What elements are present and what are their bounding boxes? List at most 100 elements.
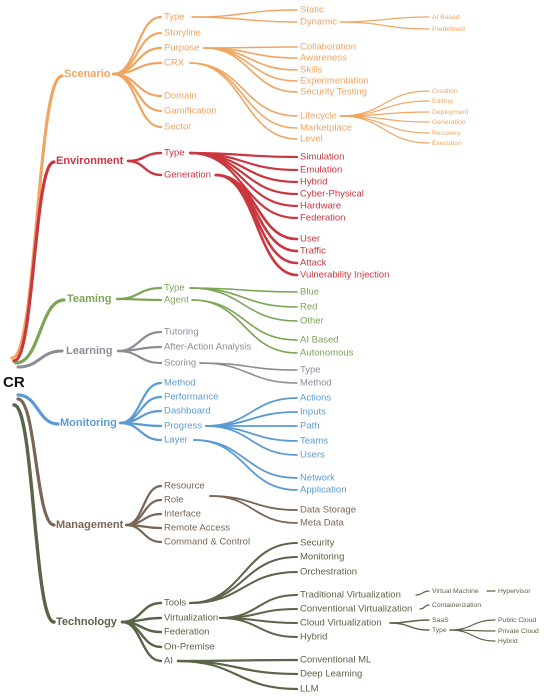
technology-cloud-type-line [449,629,496,642]
scenario-item-gamification: Gamification [164,106,217,117]
technology-item-tools: Tools [164,598,186,609]
teaming-item-line [115,286,163,301]
monitoring-item-layer: Layer [164,435,188,446]
branch-title-monitoring: Monitoring [60,417,117,429]
environment-type-simulation: Simulation [300,152,344,163]
environment-type-line [188,151,299,220]
scenario-lifecycle-generation: Generation [432,119,466,126]
management-resource-meta-data: Meta Data [300,518,345,529]
scenario-purpose-line [203,47,298,93]
branch-title-environment: Environment [56,155,124,167]
monitoring-item-performance: Performance [164,392,218,403]
scenario-item-type: Type [164,12,185,23]
management-item-command-control: Command & Control [164,537,250,548]
environment-item-type: Type [164,148,185,159]
scenario-type-line [191,9,298,18]
monitoring-item-dashboard: Dashboard [164,406,210,417]
scenario-purpose-security-testing: Security Testing [300,87,367,98]
branch-line-scenario [10,74,64,360]
scenario-type-line [191,16,298,23]
learning-item-tutoring: Tutoring [164,327,199,338]
scenario-item-crx: CRX [164,58,185,69]
teaming-agent-autonomous: Autonomous [300,348,354,359]
root-label-cr: CR [3,374,25,391]
learning-scoring-method: Method [300,378,332,389]
environment-item-line [126,159,163,177]
scenario-crx-line [189,62,298,129]
monitoring-layer-network: Network [300,473,335,484]
branch-title-scenario: Scenario [64,68,111,80]
technology-ai-llm: LLM [300,684,319,695]
monitoring-layer-line [193,439,298,491]
monitoring-item-method: Method [164,378,196,389]
technology-cloud-type-hybrid: Hybrid [498,638,518,645]
monitoring-progress-line [205,425,298,442]
teaming-item-agent: Agent [164,295,189,306]
management-resource-line [209,495,298,524]
environment-generation-line [214,173,299,265]
learning-item-after-action-analysis: After-Action Analysis [164,342,251,353]
management-resource-data-storage: Data Storage [300,505,356,516]
technology-ai-conventional-ml: Conventional ML [300,655,371,666]
technology-virtualization-conventional-virtualization: Conventional Virtualization [300,604,412,615]
branch-title-technology: Technology [56,616,118,628]
environment-type-cyber-physical: Cyber-Physical [300,189,364,200]
monitoring-progress-line [205,411,298,427]
scenario-dynamic-line [339,21,430,30]
management-item-interface: Interface [164,509,201,520]
technology-cloud-type-public-cloud: Public Cloud [498,617,536,624]
technology-item-federation: Federation [164,627,209,638]
technology-item-ai: AI [164,656,173,667]
branch-line-monitoring [16,393,60,426]
environment-item-generation: Generation [164,170,211,181]
scenario-crx-lifecycle: Lifecycle [300,111,337,122]
branch-line-teaming [14,298,66,365]
monitoring-progress-users: Users [300,450,325,461]
technology-item-line [120,620,163,663]
technology-traditional-line [415,590,430,596]
technology-cloud-type: Type [432,627,447,634]
environment-type-emulation: Emulation [300,165,342,176]
scenario-purpose-collaboration: Collaboration [300,42,356,53]
branch-line-management [16,397,56,527]
environment-generation-traffic: Traffic [300,246,326,257]
scenario-item-domain: Domain [164,91,197,102]
branch-title-teaming: Teaming [67,293,111,305]
environment-generation-line [214,173,299,253]
teaming-type-line [189,287,298,322]
technology-virtual-machine-hypervisor: Hypervisor [498,588,531,595]
monitoring-progress-line [205,425,298,456]
scenario-purpose-line [203,47,298,71]
scenario-crx-line [189,62,298,140]
technology-cloud-line [389,619,430,624]
technology-virtualization-line [219,594,298,619]
technology-cloud-line [389,622,430,631]
technology-tools-security: Security [300,538,335,549]
branch-title-management: Management [56,519,124,531]
scenario-lifecycle-line [339,115,430,144]
monitoring-progress-actions: Actions [300,393,331,404]
teaming-agent-line [191,299,298,354]
scenario-purpose-skills: Skills [300,65,322,76]
scenario-item-storyline: Storyline [164,28,201,39]
technology-cloud-saas: SaaS [432,617,449,624]
teaming-type-red: Red [300,302,317,313]
management-item-remote-access: Remote Access [164,523,230,534]
scenario-lifecycle-deployment: Deployment [432,109,468,116]
management-item-line [124,523,163,544]
monitoring-progress-teams: Teams [300,436,328,447]
environment-generation-vulnerability-injection: Vulnerability Injection [300,270,389,281]
scenario-lifecycle-execution: Execution [432,140,462,147]
scenario-lifecycle-line [339,111,430,117]
management-item-role: Role [164,495,184,506]
branch-line-learning [16,349,64,369]
scenario-purpose-experimentation: Experimentation [300,76,369,87]
teaming-item-line [115,297,163,302]
technology-tools-orchestration: Orchestration [300,567,357,578]
technology-item-virtualization: Virtualization [164,613,218,624]
technology-item-on-premise: On-Premise [164,642,215,653]
technology-virtualization-line [219,608,298,619]
learning-scoring-line [199,362,298,384]
